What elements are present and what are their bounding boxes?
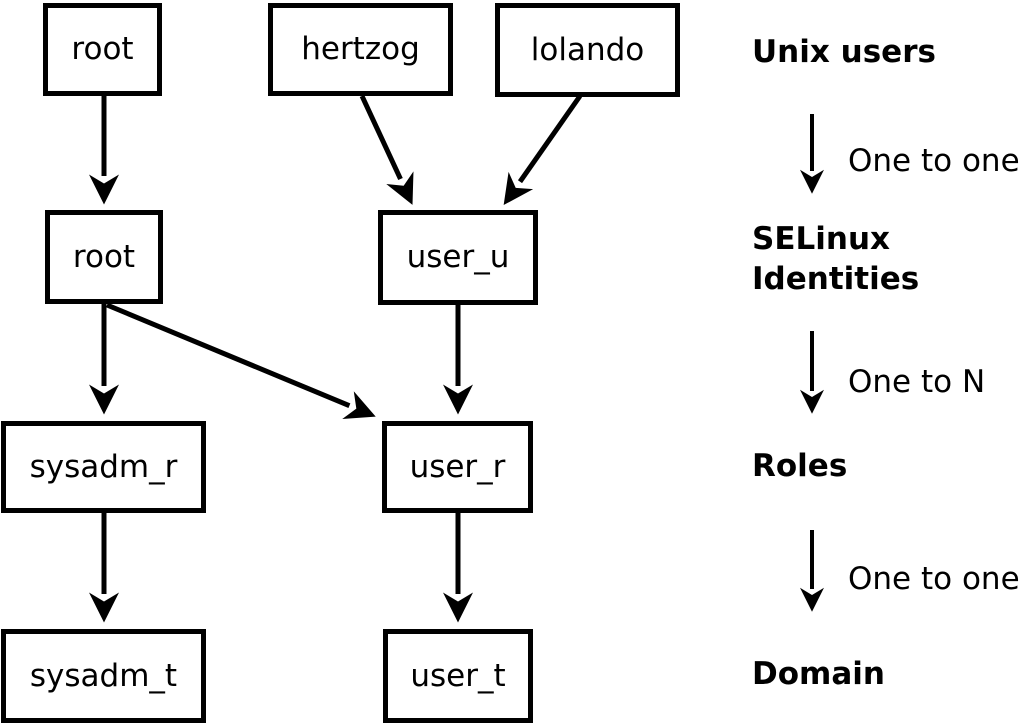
node-label: user_r (409, 448, 506, 485)
node-label: user_u (406, 239, 510, 275)
node-domain-sysadm-t: sysadm_t (1, 629, 206, 723)
legend-level-selinux-line2: Identities (752, 261, 920, 297)
legend-mapping-one-to-one-1: One to one (848, 143, 1020, 179)
node-role-user-r: user_r (382, 421, 533, 513)
node-unix-lolando: lolando (495, 3, 680, 97)
node-label: root (71, 31, 134, 67)
legend-level-unix-users: Unix users (752, 34, 936, 70)
node-label: root (72, 238, 136, 275)
node-label: sysadm_t (29, 657, 178, 694)
node-identity-root: root (45, 210, 163, 304)
legend-level-selinux-line1: SELinux (752, 221, 891, 257)
legend-level-selinux-identities: SELinux Identities (752, 219, 919, 299)
node-unix-hertzog: hertzog (268, 3, 453, 96)
legend-mapping-one-to-one-2: One to one (848, 561, 1020, 597)
legend-level-roles: Roles (752, 448, 848, 484)
node-label: hertzog (301, 31, 420, 67)
node-label: user_t (410, 657, 506, 694)
node-label: lolando (530, 31, 645, 68)
node-role-sysadm-r: sysadm_r (1, 421, 206, 513)
node-unix-root: root (43, 3, 162, 96)
node-domain-user-t: user_t (383, 629, 533, 723)
arrow-identity-root-to-user-r (106, 302, 376, 419)
node-label: sysadm_r (29, 448, 178, 485)
node-identity-user-u: user_u (378, 210, 538, 305)
legend-level-domain: Domain (752, 656, 885, 692)
arrow-lolando-to-user-u (503, 94, 583, 206)
legend-mapping-one-to-n: One to N (848, 364, 986, 400)
arrow-hertzog-to-user-u (359, 94, 414, 205)
